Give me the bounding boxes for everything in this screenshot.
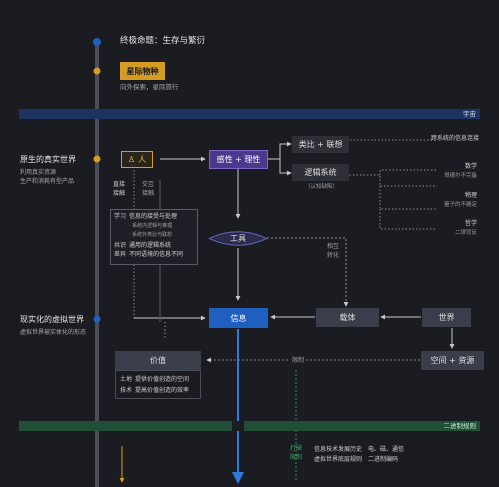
box-row-key: 差异 (114, 251, 127, 259)
box-row: 差异不同语境的信息不同 (114, 250, 194, 260)
real-world-title: 原生的真实世界 (20, 155, 76, 164)
virtual-world-desc: 虚拟世界被实体化的形态 (20, 329, 87, 336)
space-node: 空间 + 资源 (421, 351, 484, 370)
page-title: 终极命题：生存与繁衍 (120, 36, 206, 46)
philosophy-label: 哲学 (464, 220, 477, 227)
box-row-value: 不同语境的信息不同 (129, 251, 184, 259)
learn-rows: 学习信息的接受与处理· 系统内逻辑与推理· 系统外类比与联想共识通用的逻辑系统差… (114, 212, 194, 260)
person-icon: ♙ (127, 155, 136, 164)
box-row-key (114, 222, 129, 232)
box-row-key (114, 231, 129, 241)
perception-node: 感性 + 理性 (209, 150, 268, 169)
tool-label: 工具 (230, 234, 246, 243)
real-world-desc-1: 利用真实资源 (20, 169, 57, 176)
box-row-key: 共识 (114, 241, 127, 249)
math-label: 数学 (464, 163, 477, 170)
box-row: 共识通用的逻辑系统 (114, 241, 194, 251)
philosophy-sub: 二律背反 (454, 230, 477, 236)
limit-label: 限制 (290, 357, 307, 365)
receive-label: 接触 (142, 190, 155, 197)
bottom-note-1: 信息技术发展历史 电、磁、通信 (314, 446, 405, 453)
timeline-dot (93, 38, 101, 46)
mutual-label: 相互 (327, 243, 340, 250)
box-row: · 系统内逻辑与推理 (114, 222, 194, 232)
logic-node: 逻辑系统 (292, 164, 349, 181)
box-row-key: 技术 (120, 387, 133, 394)
value-box: 土地提供价值创造的空间技术提高价值创造的效率 (115, 370, 201, 399)
cross-system-label: 跨系统的信息连接 (430, 135, 479, 142)
binary-band-label: 二进制规则 (443, 422, 477, 430)
transform-label: 转化 (327, 252, 340, 259)
tool-node: 工具 (209, 229, 267, 248)
universe-band-label: 宇宙 (463, 110, 476, 118)
contact-label: 接触 (113, 190, 126, 197)
value-rows: 土地提供价值创造的空间技术提高价值创造的效率 (120, 374, 196, 396)
box-row-value: 信息的接受与处理 (129, 213, 178, 220)
box-row-value: 通用的逻辑系统 (129, 241, 172, 249)
person-node: ♙ 人 (121, 151, 153, 168)
break-limit-2: 限制 (290, 454, 303, 461)
box-row: · 系统外类比与联想 (114, 231, 194, 241)
box-row-value: 提高价值创造的效率 (135, 387, 190, 394)
real-world-desc-2: 生产和消耗有型产品 (20, 178, 75, 185)
star-species-box: 星际物种 (120, 62, 165, 80)
interact-label: 交互 (142, 181, 155, 188)
timeline-dot (93, 155, 101, 163)
box-row: 技术提高价值创造的效率 (120, 385, 196, 396)
direct-label: 直接 (113, 181, 126, 188)
star-species-desc: 向外探索，星际旅行 (120, 83, 179, 91)
learn-box: 学习信息的接受与处理· 系统内逻辑与推理· 系统外类比与联想共识通用的逻辑系统差… (110, 209, 198, 265)
math-sub: 哥德尔不完备 (443, 173, 477, 179)
physics-label: 物理 (464, 192, 477, 199)
logic-note: （认知缺陷） (305, 184, 339, 190)
virtual-world-title: 现实化的虚拟世界 (20, 315, 84, 324)
box-row: 土地提供价值创造的空间 (120, 374, 196, 385)
analogy-node: 类比 + 联想 (292, 136, 349, 153)
value-node: 价值 (115, 351, 201, 370)
bottom-note-2: 虚拟世界底层规则 二进制编码 (314, 456, 399, 463)
timeline-dot (93, 67, 101, 75)
box-row-value: · 系统外类比与联想 (129, 232, 173, 239)
timeline-dot (93, 315, 101, 323)
break-limit-1: 打破 (290, 445, 303, 452)
carrier-node: 载体 (316, 308, 379, 327)
band-gap (232, 421, 244, 431)
world-node: 世界 (422, 308, 471, 327)
universe-band: 宇宙 (19, 109, 480, 119)
physics-sub: 量子的不确定 (443, 202, 477, 208)
box-row-value: · 系统内逻辑与推理 (129, 222, 173, 229)
box-row-key: 学习 (114, 213, 127, 220)
box-row: 学习信息的接受与处理 (114, 212, 194, 222)
person-label: 人 (138, 155, 147, 164)
box-row-value: 提供价值创造的空间 (135, 376, 190, 383)
binary-band: 二进制规则 (19, 421, 480, 431)
info-node: 信息 (209, 308, 268, 328)
box-row-key: 土地 (120, 376, 133, 383)
